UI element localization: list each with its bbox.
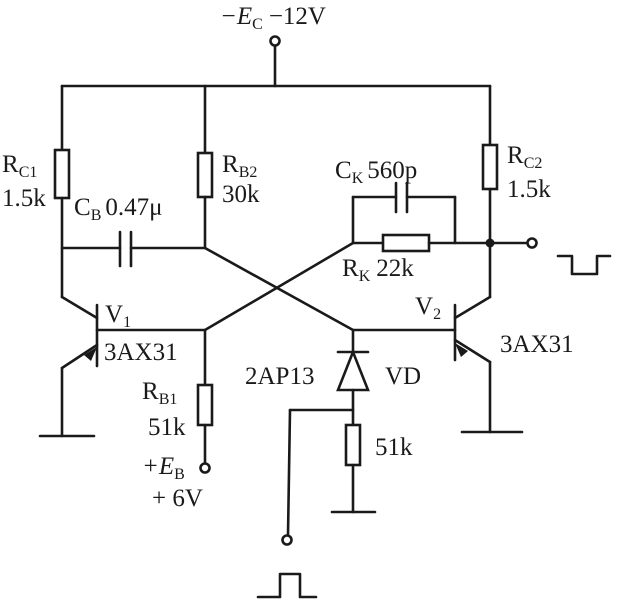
- diode-name: VD: [385, 363, 421, 390]
- diode-triangle: [336, 348, 370, 392]
- rc1-value: 1.5k: [2, 185, 46, 212]
- r-trigger-value: 51k: [375, 434, 413, 461]
- supply-terminal: [269, 35, 281, 47]
- bias-terminal: [199, 462, 211, 474]
- bias-label: +EB: [142, 453, 185, 483]
- v2-label: V2: [415, 293, 441, 323]
- rc2-branch: [453, 84, 538, 320]
- rc1-resistor: [53, 148, 71, 200]
- rk-resistor: [381, 233, 431, 253]
- rb2-branch: [196, 84, 214, 250]
- trigger-network: [281, 328, 377, 546]
- v1-label: V1: [105, 301, 131, 331]
- cb-branch: [60, 230, 207, 268]
- rb2-resistor: [196, 151, 214, 199]
- input-pulse-icon: [256, 572, 318, 599]
- r-trigger-resistor: [344, 423, 362, 467]
- cross-coupling: [203, 241, 355, 332]
- supply-label: −EC−12V: [220, 3, 326, 33]
- rb1-label: RB1: [142, 378, 177, 408]
- rc2-label: RC2: [507, 142, 542, 172]
- ck-rk-network: [351, 181, 492, 253]
- transistor-v2: [351, 303, 524, 434]
- v1-type: 3AX31: [104, 339, 178, 366]
- v2-type: 3AX31: [500, 331, 574, 358]
- output-terminal: [526, 237, 538, 249]
- transistor-v1: [38, 303, 207, 438]
- rb2-label: RB2: [222, 151, 257, 181]
- supply-rail: [60, 35, 492, 88]
- rc2-resistor: [481, 143, 499, 191]
- bias-value: + 6V: [152, 485, 203, 512]
- diode-type: 2AP13: [245, 363, 314, 390]
- v2-emitter-arrow: [455, 343, 468, 357]
- trigger-terminal: [281, 534, 293, 546]
- rb2-value: 30k: [222, 181, 260, 208]
- output-pulse-icon: [556, 254, 612, 276]
- output-junction: [485, 238, 495, 248]
- rc1-label: RC1: [2, 151, 37, 181]
- rb1-branch: [196, 328, 214, 474]
- rb1-value: 51k: [148, 414, 186, 441]
- rb1-resistor: [196, 383, 214, 427]
- rc2-value: 1.5k: [507, 176, 551, 203]
- v1-emitter-arrow: [84, 347, 97, 361]
